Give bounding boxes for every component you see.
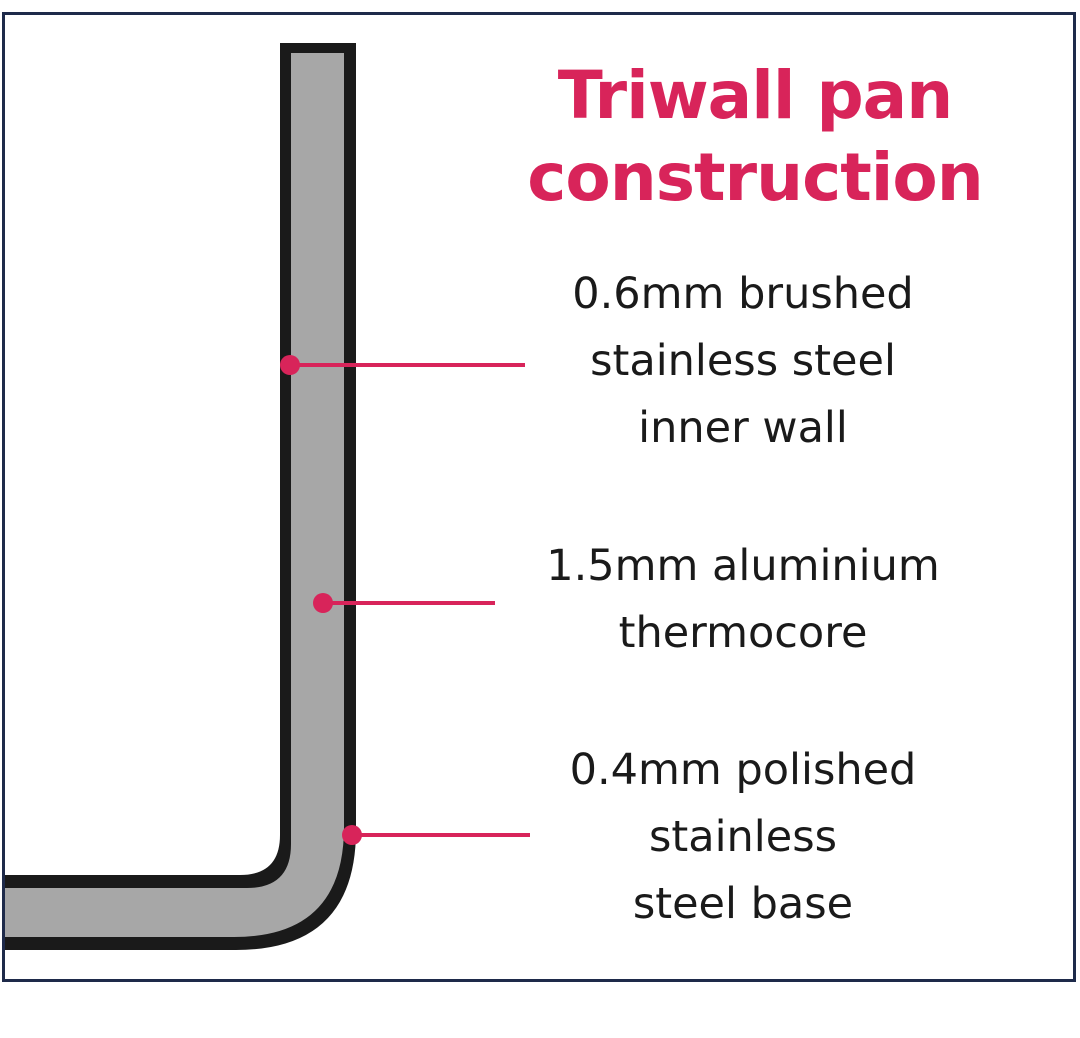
- label-inner-wall: 0.6mm brushed stainless steel inner wall: [503, 261, 983, 462]
- leader-dot-thermocore: [313, 593, 333, 613]
- title-line-1: Triwall pan: [557, 57, 953, 134]
- label-thermocore-line-1: 1.5mm aluminium: [546, 541, 940, 591]
- label-thermocore-line-2: thermocore: [618, 608, 868, 658]
- label-inner-wall-line-2: stainless steel: [590, 336, 896, 386]
- leader-dot-inner-wall: [280, 355, 300, 375]
- pan-aluminium-core: [5, 53, 344, 937]
- label-base: 0.4mm polished stainless steel base: [503, 737, 983, 938]
- label-inner-wall-line-1: 0.6mm brushed: [572, 269, 914, 319]
- leader-dot-base: [342, 825, 362, 845]
- label-base-line-3: steel base: [632, 879, 854, 929]
- label-thermocore: 1.5mm aluminium thermocore: [503, 533, 983, 667]
- title-line-2: construction: [527, 139, 983, 216]
- diagram-frame: Triwall pan construction 0.6mm brushed s…: [2, 12, 1076, 982]
- pan-cross-section: [5, 43, 530, 950]
- label-base-line-1: 0.4mm polished: [569, 745, 917, 795]
- label-inner-wall-line-3: inner wall: [638, 403, 848, 453]
- label-base-line-2: stainless: [648, 812, 838, 862]
